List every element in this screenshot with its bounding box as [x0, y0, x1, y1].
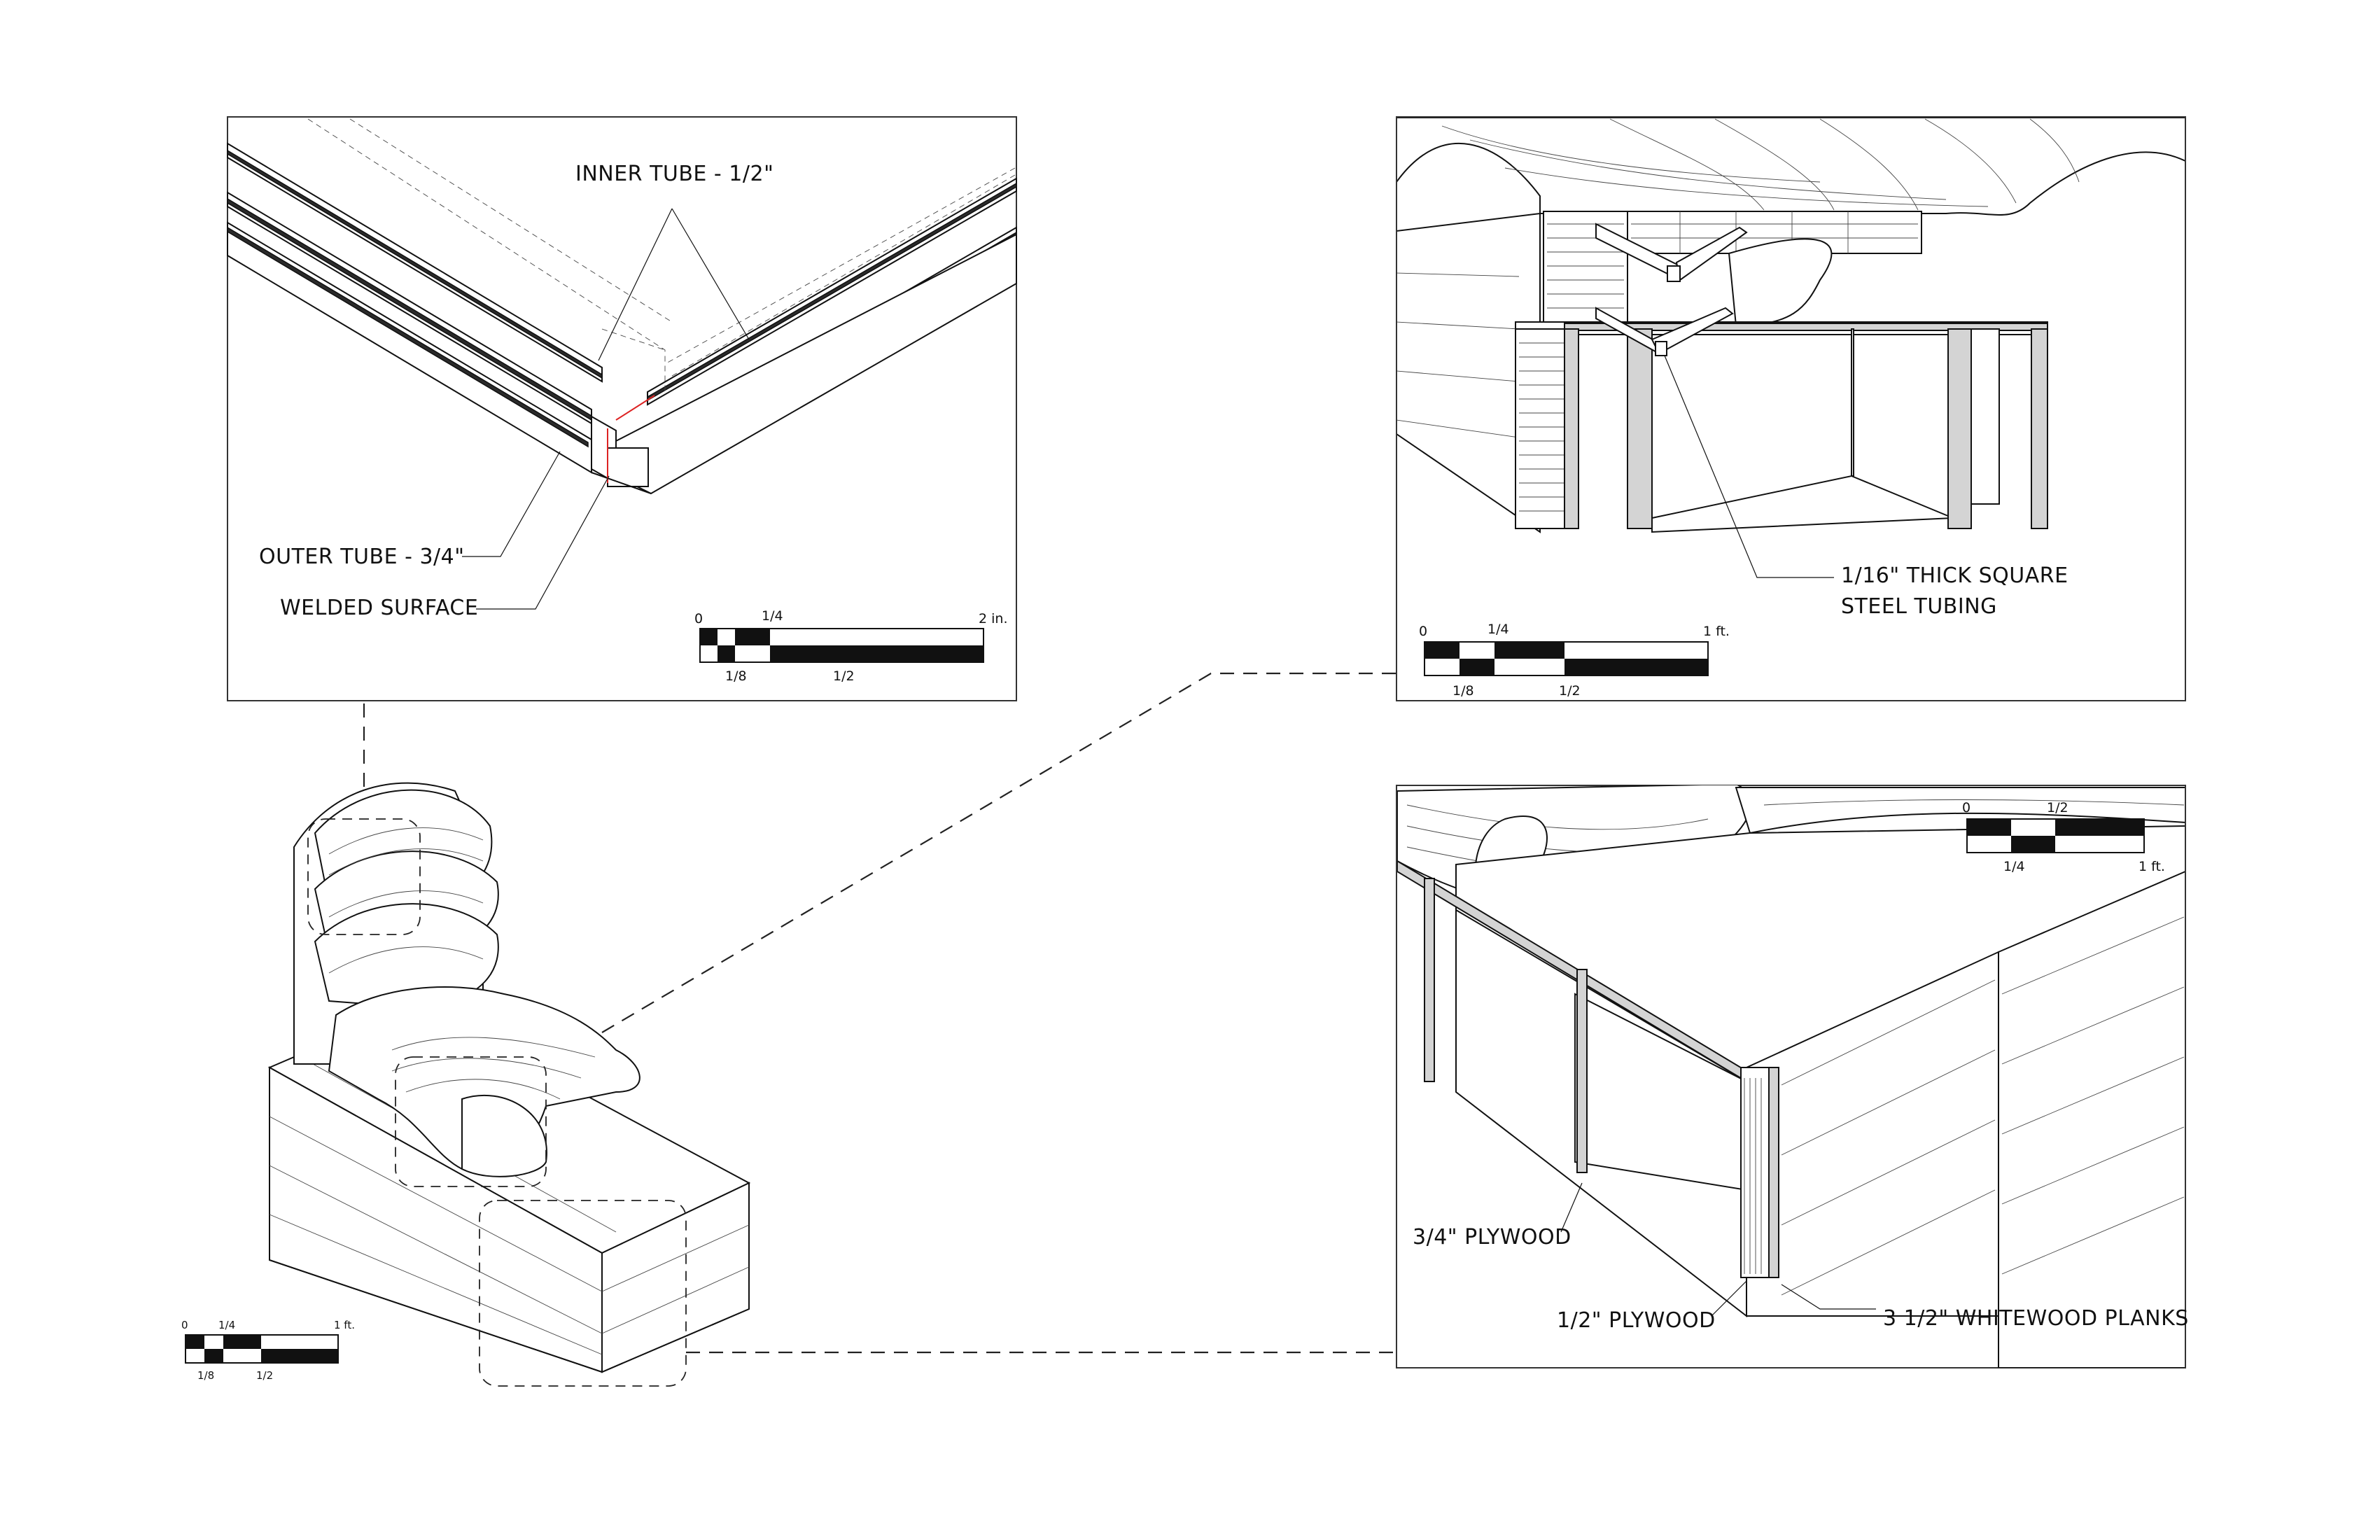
label-steel-tubing-1: 1/16" THICK SQUARE: [1841, 564, 2068, 588]
scale-label: 1/2: [2047, 800, 2068, 816]
scale-label: 0: [1962, 800, 1970, 816]
scale-bar-steel: 0 1/4 1 ft. 1/8 1/2: [1419, 622, 1730, 699]
scale-label: 0: [1419, 624, 1427, 639]
scale-label: 1/2: [833, 668, 855, 684]
label-welded-surface: WELDED SURFACE: [280, 596, 478, 620]
scale-label: 0: [181, 1319, 188, 1331]
scale-bar-tube: 0 1/4 2 in. 1/8 1/2: [694, 608, 1008, 684]
label-whitewood-planks: 3 1/2" WHITEWOOD PLANKS: [1883, 1306, 2189, 1331]
label-outer-tube: OUTER TUBE - 3/4": [259, 545, 465, 569]
scale-label: 1/2: [1559, 683, 1581, 699]
scale-label: 1/4: [218, 1319, 235, 1331]
scale-label: 1/4: [762, 608, 783, 624]
label-steel-tubing-2: STEEL TUBING: [1841, 594, 1997, 619]
scale-label: 1/4: [2003, 859, 2025, 874]
scale-bar-overall: 0 1/4 1 ft. 1/8 1/2: [181, 1319, 355, 1382]
detail-tube-joint: INNER TUBE - 1/2" OUTER TUBE - 3/4" WELD…: [227, 116, 1017, 701]
label-plywood-12: 1/2" PLYWOOD: [1557, 1308, 1716, 1333]
scale-label: 2 in.: [979, 611, 1008, 626]
scale-label: 1/8: [197, 1369, 214, 1382]
scale-label: 1 ft.: [334, 1319, 355, 1331]
label-inner-tube: INNER TUBE - 1/2": [575, 162, 774, 186]
scale-label: 0: [694, 611, 703, 626]
scale-label: 1 ft.: [1703, 624, 1730, 639]
detail-steel-tubing: 1/16" THICK SQUARE STEEL TUBING 0 1/4 1 …: [1396, 116, 2186, 701]
label-plywood-34: 3/4" PLYWOOD: [1413, 1225, 1572, 1250]
overall-chair-isometric: 0 1/4 1 ft. 1/8 1/2: [181, 782, 751, 1387]
scale-label: 1/8: [1452, 683, 1474, 699]
scale-label: 1/4: [1488, 622, 1509, 637]
scale-label: 1 ft.: [2138, 859, 2165, 874]
detail-plywood: 3/4" PLYWOOD 1/2" PLYWOOD 3 1/2" WHITEWO…: [1396, 785, 2189, 1368]
scale-label: 1/8: [725, 668, 747, 684]
scale-label: 1/2: [256, 1369, 273, 1382]
scale-bar-plywood: 0 1/2 1/4 1 ft.: [1962, 800, 2165, 874]
